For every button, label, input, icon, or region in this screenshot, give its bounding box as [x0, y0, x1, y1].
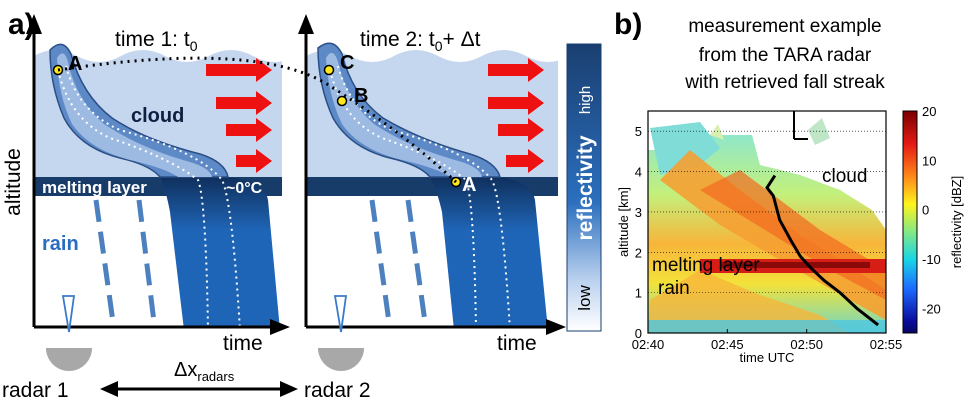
distance-arrow [100, 381, 298, 397]
fall-streak-line [765, 174, 880, 327]
distance-label: Δxradars [174, 359, 235, 384]
heatmap [648, 111, 886, 333]
rain-dash-2 [136, 199, 157, 323]
refl-high-label: high [577, 86, 594, 114]
radar-1 [46, 295, 92, 371]
reflectivity-label: reflectivity [574, 135, 597, 240]
rain-streak [160, 177, 280, 327]
heatmap-rain-label: rain [658, 278, 690, 299]
axis-ticks: 0 1 2 3 4 5 02:40 02:45 02:50 02:55 [632, 124, 903, 352]
x-tick-label: 02:50 [790, 337, 823, 352]
reflectivity-bar [566, 43, 602, 332]
heatmap-xlabel: time UTC [740, 350, 795, 365]
radar-2 [318, 295, 364, 371]
colorbar-tick-label: 20 [922, 104, 936, 119]
fall-line-1 [57, 69, 209, 327]
radar2-label: radar 2 [304, 379, 371, 402]
heatmap-cloud-label: cloud [822, 166, 867, 187]
freezing-label: ~0°C [226, 180, 263, 197]
time1-title: time 1: t0 [115, 28, 198, 54]
colorbar-tick-label: 10 [922, 153, 936, 168]
panel-b-title-2: from the TARA radar [699, 45, 872, 66]
colorbar [902, 110, 918, 334]
point-a-label-1: A [68, 53, 82, 75]
colorbar-tick-label: -20 [922, 301, 941, 316]
rain-dash-4 [405, 199, 428, 323]
radar1-label: radar 1 [2, 379, 69, 402]
y-axis-label-1: altitude [2, 148, 25, 216]
rain-dash-3 [369, 199, 392, 323]
y-tick-label: 2 [635, 245, 642, 260]
x-tick-label: 02:45 [711, 337, 744, 352]
x-tick-label: 02:40 [632, 337, 665, 352]
x-axis-1-arrow [270, 319, 290, 335]
y-tick-label: 3 [635, 205, 642, 220]
point-c-label: C [340, 52, 354, 74]
panel-b-title-1: measurement example [688, 16, 881, 37]
panel-b-title-3: with retrieved fall streak [684, 72, 885, 93]
fall-line-2b [337, 65, 511, 327]
y-tick-label: 1 [635, 286, 642, 301]
cloud-streak-inner [57, 53, 212, 177]
heatmap-ylabel: altitude [km] [616, 187, 631, 257]
subpanel-time2 [306, 42, 558, 327]
point-c-marker [323, 64, 335, 76]
colorbar-tick-label: 0 [922, 203, 929, 218]
point-a-label-2: A [462, 174, 476, 196]
arrows-time1 [206, 58, 272, 173]
time-label-1: time [223, 332, 263, 355]
x-tick-label: 02:55 [870, 337, 903, 352]
rain-dash-1 [93, 199, 116, 323]
y-tick-label: 4 [635, 165, 642, 180]
arrows-time2 [488, 58, 544, 173]
melting-layer-label: melting layer [42, 178, 147, 197]
heatmap-frame [647, 110, 887, 334]
y-tick-label: 0 [635, 326, 642, 341]
rain-label: rain [42, 233, 79, 255]
time2-title: time 2: t0+ Δt [360, 28, 481, 54]
point-b-label: B [354, 85, 368, 107]
time-label-2: time [497, 332, 537, 355]
panel-b-label: b) [614, 8, 642, 41]
trajectory-dotted [57, 56, 458, 184]
colorbar-label: reflectivity [dBZ] [949, 176, 964, 268]
y-axis-1-arrow [26, 14, 42, 34]
colorbar-tick-label: -10 [922, 252, 941, 267]
cloud-label-1: cloud [131, 105, 184, 127]
subpanel-time1 [34, 43, 282, 327]
cloud-streak-inner-2 [326, 52, 482, 177]
heatmap-melting-label: melting layer [652, 255, 760, 276]
colorbar-ticks: 20 10 0 -10 -20 [922, 104, 941, 316]
x-axis-2-arrow [546, 319, 566, 335]
y-tick-label: 5 [635, 124, 642, 139]
y-axis-2-arrow [298, 14, 314, 34]
fall-line-2 [65, 65, 241, 327]
point-b-marker [336, 95, 348, 107]
rain-streak-2 [430, 177, 548, 327]
refl-low-label: low [575, 285, 594, 311]
